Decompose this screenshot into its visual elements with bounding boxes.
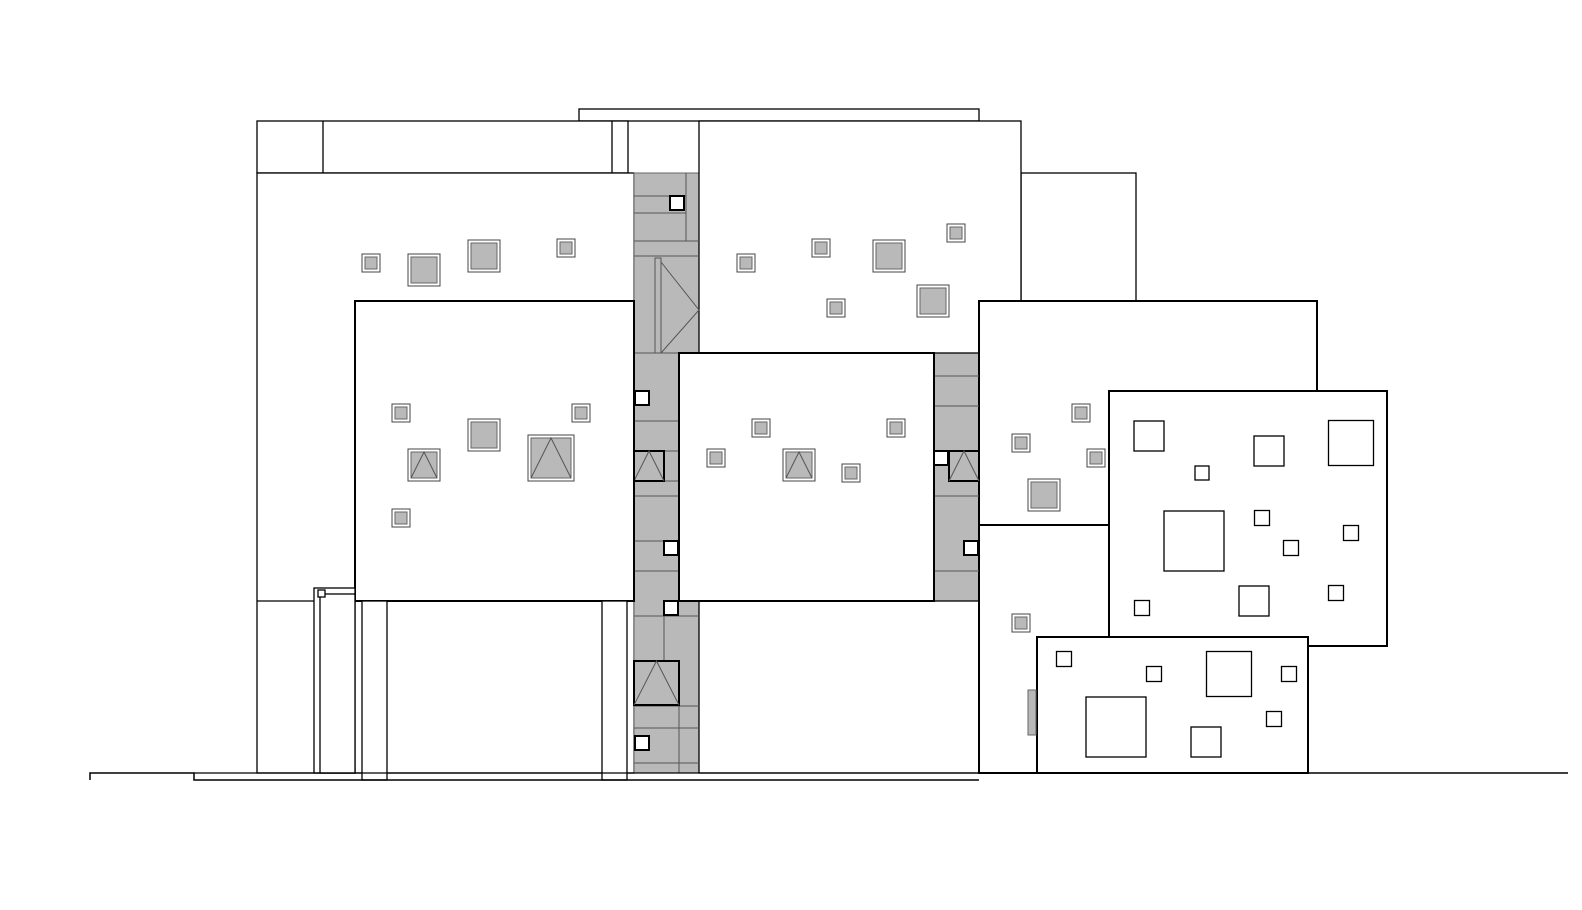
roof-parapet — [578, 108, 980, 122]
perforation — [1238, 585, 1270, 617]
perforation — [1280, 665, 1298, 683]
column-left — [361, 600, 388, 781]
perforation — [1253, 509, 1271, 527]
cladding-joints — [633, 173, 980, 773]
perforation — [1163, 510, 1225, 572]
door-slot — [654, 257, 662, 354]
perforation — [1055, 650, 1073, 668]
right-back-block — [1020, 172, 1137, 302]
perforation — [1282, 539, 1300, 557]
bottom-perforated-panel — [1036, 636, 1309, 774]
perforation — [1133, 420, 1165, 452]
right-cladding-strip — [933, 352, 980, 602]
opening-square — [963, 540, 979, 556]
narrow-window — [1027, 689, 1037, 736]
perforation — [1342, 524, 1360, 542]
lower-center-wall — [698, 600, 980, 774]
perforation — [1194, 465, 1210, 481]
upper-center-block — [698, 120, 1022, 354]
perforation — [1265, 710, 1283, 728]
opening-square — [933, 450, 949, 466]
perforation — [1327, 419, 1375, 467]
perforation — [1133, 599, 1151, 617]
perforation — [1253, 435, 1285, 467]
column-right — [601, 600, 628, 781]
perforation — [1205, 650, 1253, 698]
opening-square — [634, 390, 650, 406]
left-parapet — [256, 120, 629, 174]
windows — [361, 223, 1375, 758]
ground-line — [89, 772, 1568, 781]
opening-square — [663, 540, 679, 556]
perforation — [1327, 584, 1345, 602]
perforation — [1190, 726, 1222, 758]
opening-square — [669, 195, 685, 211]
perforation — [1145, 665, 1163, 683]
entrance — [313, 587, 628, 781]
perforation — [1085, 696, 1147, 758]
opening-square — [663, 600, 679, 616]
opening-square — [634, 735, 650, 751]
